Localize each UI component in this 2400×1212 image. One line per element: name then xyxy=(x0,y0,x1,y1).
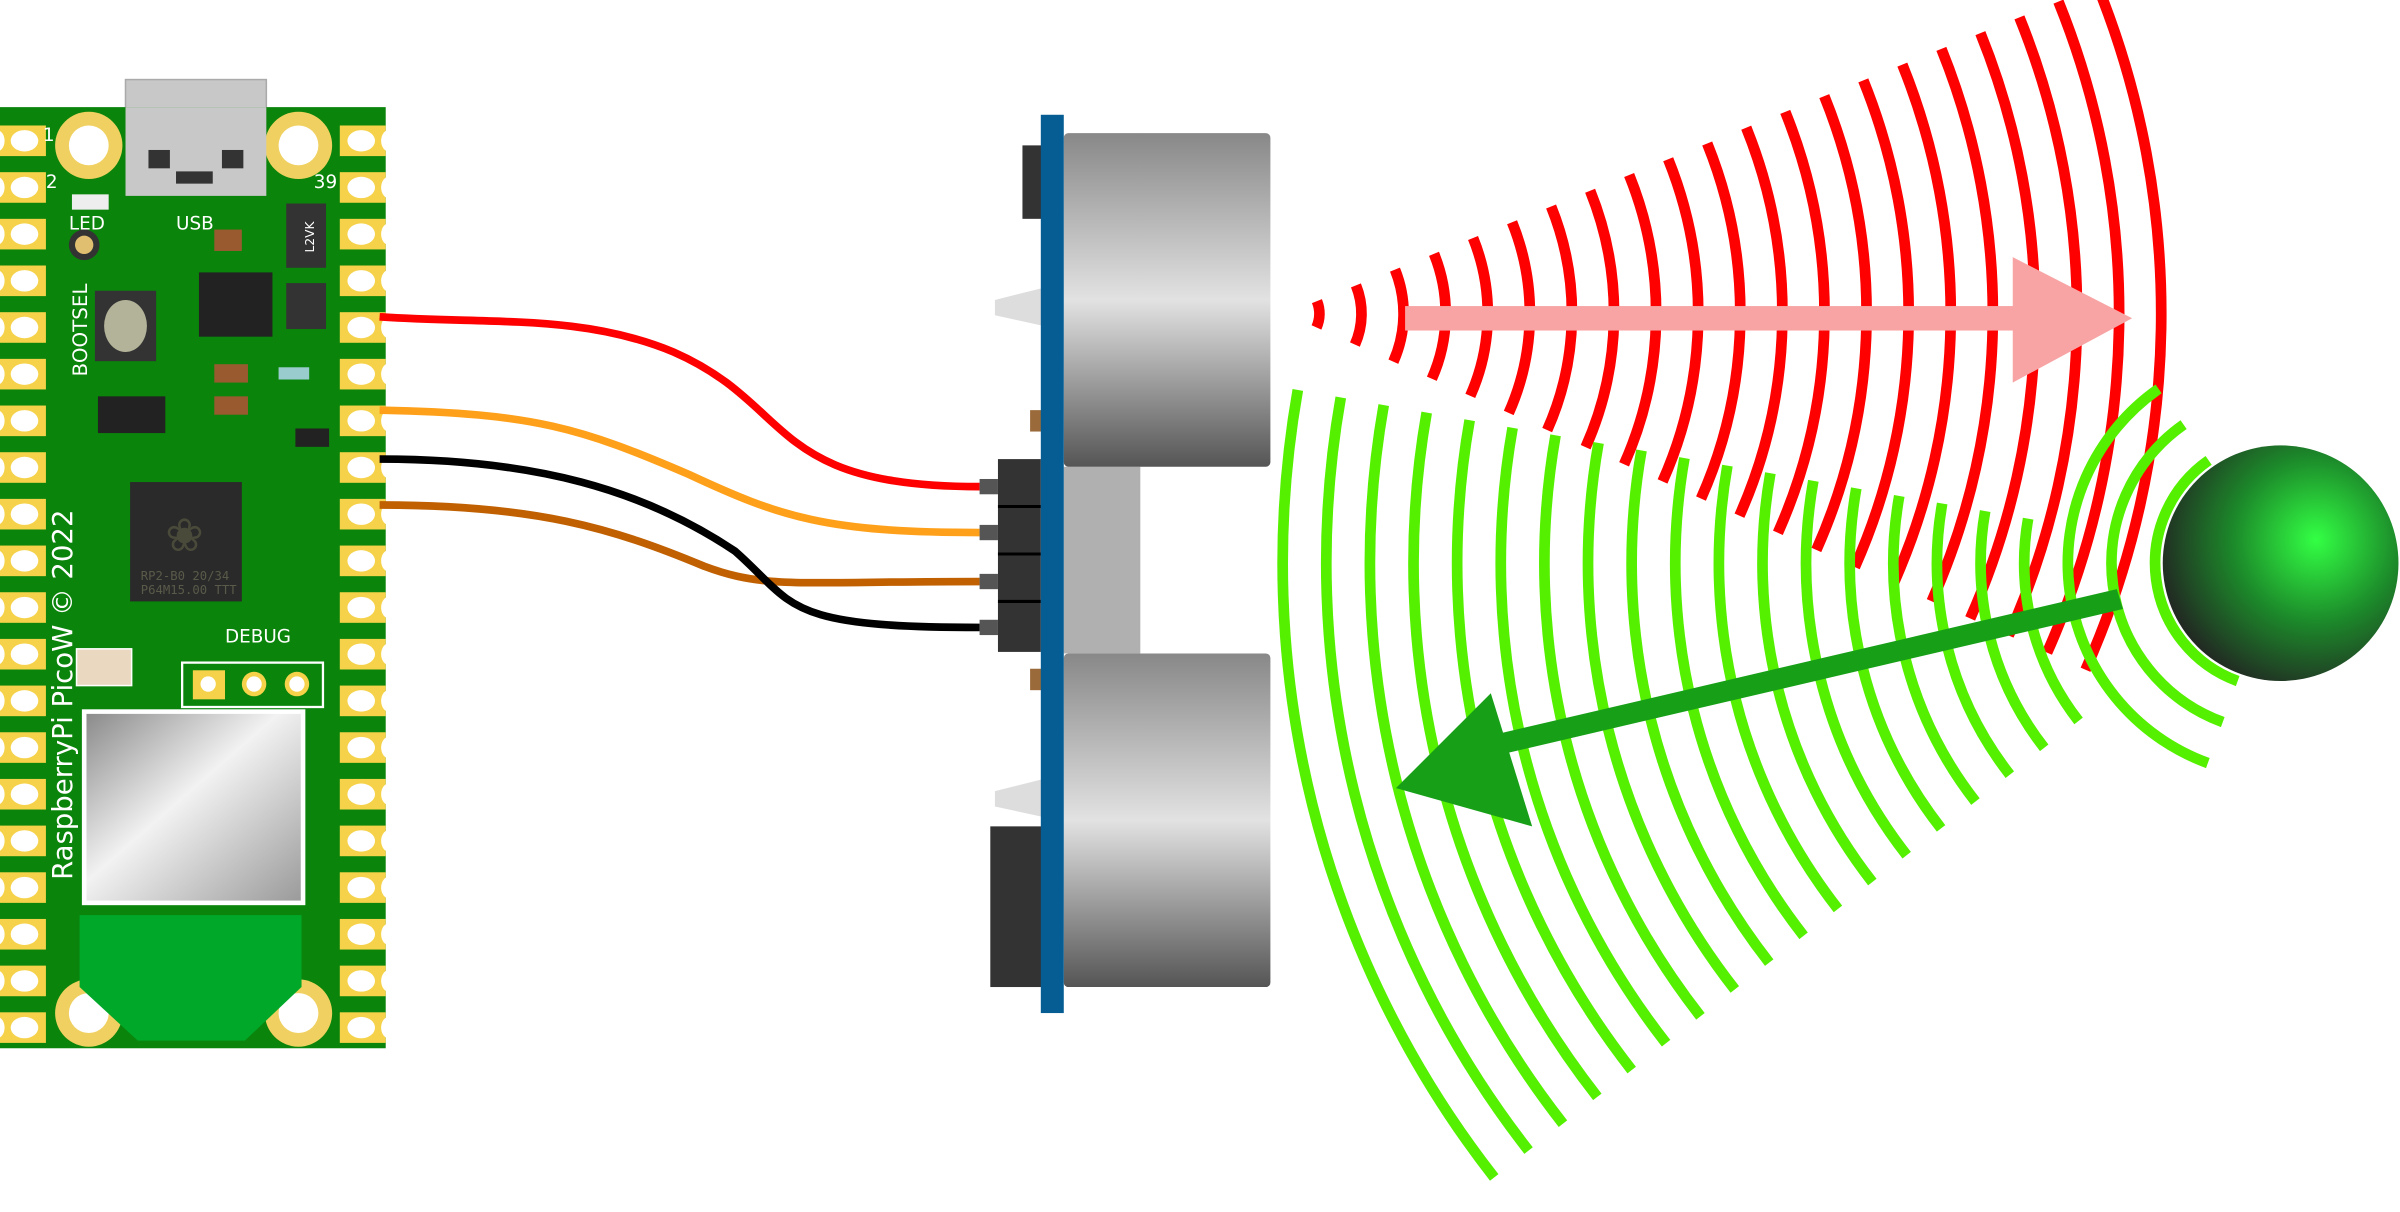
rx-wave-arc xyxy=(1364,404,1568,1128)
gpio-pin xyxy=(0,452,46,483)
led-label: LED xyxy=(69,214,105,235)
rx-wave-arc xyxy=(1539,434,1705,1020)
gpio-pin xyxy=(339,405,397,437)
gpio-pin xyxy=(0,732,46,763)
debug-header xyxy=(180,661,325,709)
chip-line-2: P64M15.00 TTT xyxy=(141,583,237,597)
rx-wave-arc xyxy=(2062,384,2210,769)
wire-gnd xyxy=(379,455,980,632)
gpio-pin xyxy=(0,405,46,437)
antenna-area xyxy=(79,915,302,1041)
gpio-pin xyxy=(0,872,46,903)
gpio-pin xyxy=(0,358,46,390)
gpio-pin xyxy=(339,498,397,530)
pin-39-label: 39 xyxy=(314,172,337,193)
wires xyxy=(379,312,980,632)
arrow-head xyxy=(1395,693,1533,827)
wire-echo xyxy=(379,501,980,587)
pin-1-label: 1 xyxy=(43,125,55,146)
debug-label: DEBUG xyxy=(225,627,291,648)
transducer-trigger xyxy=(1063,133,1271,467)
tx-wave-arc xyxy=(2042,0,2125,655)
gpio-pin xyxy=(0,498,46,530)
rx-wave-arc xyxy=(1582,441,1740,993)
brand-label: RaspberryPi PicoW © 2022 xyxy=(47,510,79,880)
wifi-shield xyxy=(81,709,306,906)
gpio-pin xyxy=(339,732,397,763)
transducer-echo xyxy=(1063,653,1271,988)
rx-wave-arc xyxy=(2149,455,2240,687)
gpio-pin xyxy=(339,965,397,997)
gpio-pin xyxy=(0,125,46,157)
gpio-pin xyxy=(339,825,397,857)
gpio-pin xyxy=(339,592,397,623)
gpio-pin xyxy=(0,218,46,250)
rp2040-chip xyxy=(130,482,242,602)
gpio-pin xyxy=(0,172,46,203)
gpio-pin xyxy=(0,1012,46,1043)
bootsel-label: BOOTSEL xyxy=(69,283,92,376)
tx-wave-arc xyxy=(1349,283,1367,347)
gpio-pin xyxy=(339,358,397,390)
usb-label: USB xyxy=(176,214,214,235)
gpio-pin xyxy=(0,312,46,343)
gpio-pin xyxy=(339,452,397,483)
gpio-pin xyxy=(339,265,397,297)
gpio-pin xyxy=(339,125,397,157)
wire-vcc xyxy=(379,312,980,491)
gpio-pin xyxy=(0,545,46,577)
rx-wave-arc xyxy=(2106,420,2225,728)
wire-trig xyxy=(379,406,980,537)
raspberry-logo: ❀ xyxy=(165,508,203,562)
gpio-pin xyxy=(339,638,397,670)
rx-wave-arc xyxy=(1669,457,1808,940)
sensor-pcb xyxy=(1040,114,1064,1014)
target-object xyxy=(2162,445,2399,681)
gpio-pin xyxy=(339,545,397,577)
chip-line-1: RP2-B0 20/34 xyxy=(141,569,229,583)
arrow-head xyxy=(2012,257,2133,383)
gpio-pins xyxy=(0,125,397,1043)
gpio-pin xyxy=(339,778,397,810)
sound-waves xyxy=(1277,0,2240,1181)
rx-arrow xyxy=(1395,589,2123,827)
gpio-pin xyxy=(0,685,46,717)
gpio-pin xyxy=(0,918,46,950)
diode-label: L2VK xyxy=(303,221,317,253)
gpio-pin xyxy=(0,638,46,670)
gpio-pin xyxy=(339,312,397,343)
pico-w-board: 1 2 39 LED USB L2VK BOOTSEL RP2-B0 20/34… xyxy=(0,78,397,1049)
gpio-pin xyxy=(0,778,46,810)
gpio-pin xyxy=(339,872,397,903)
rx-wave-arc xyxy=(1495,426,1671,1047)
tx-wave-arc xyxy=(2080,0,2167,672)
led xyxy=(71,194,109,210)
tx-wave-arc xyxy=(1388,267,1409,364)
rx-wave-arc xyxy=(1626,449,1774,966)
gpio-pin xyxy=(339,918,397,950)
ultrasonic-sensor xyxy=(979,114,1271,1014)
gpio-pin xyxy=(339,218,397,250)
gpio-pin xyxy=(339,685,397,717)
gpio-pin xyxy=(0,592,46,623)
gpio-pin xyxy=(0,825,46,857)
tx-wave-arc xyxy=(1311,299,1325,330)
gpio-pin xyxy=(0,265,46,297)
rx-wave-arc xyxy=(1320,396,1533,1154)
rx-wave-arc xyxy=(1277,388,1499,1181)
tx-arrow xyxy=(1405,257,2133,383)
gpio-pin xyxy=(339,1012,397,1043)
pin-2-label: 2 xyxy=(46,172,58,193)
gpio-pin xyxy=(0,965,46,997)
gpio-pin xyxy=(339,172,397,203)
